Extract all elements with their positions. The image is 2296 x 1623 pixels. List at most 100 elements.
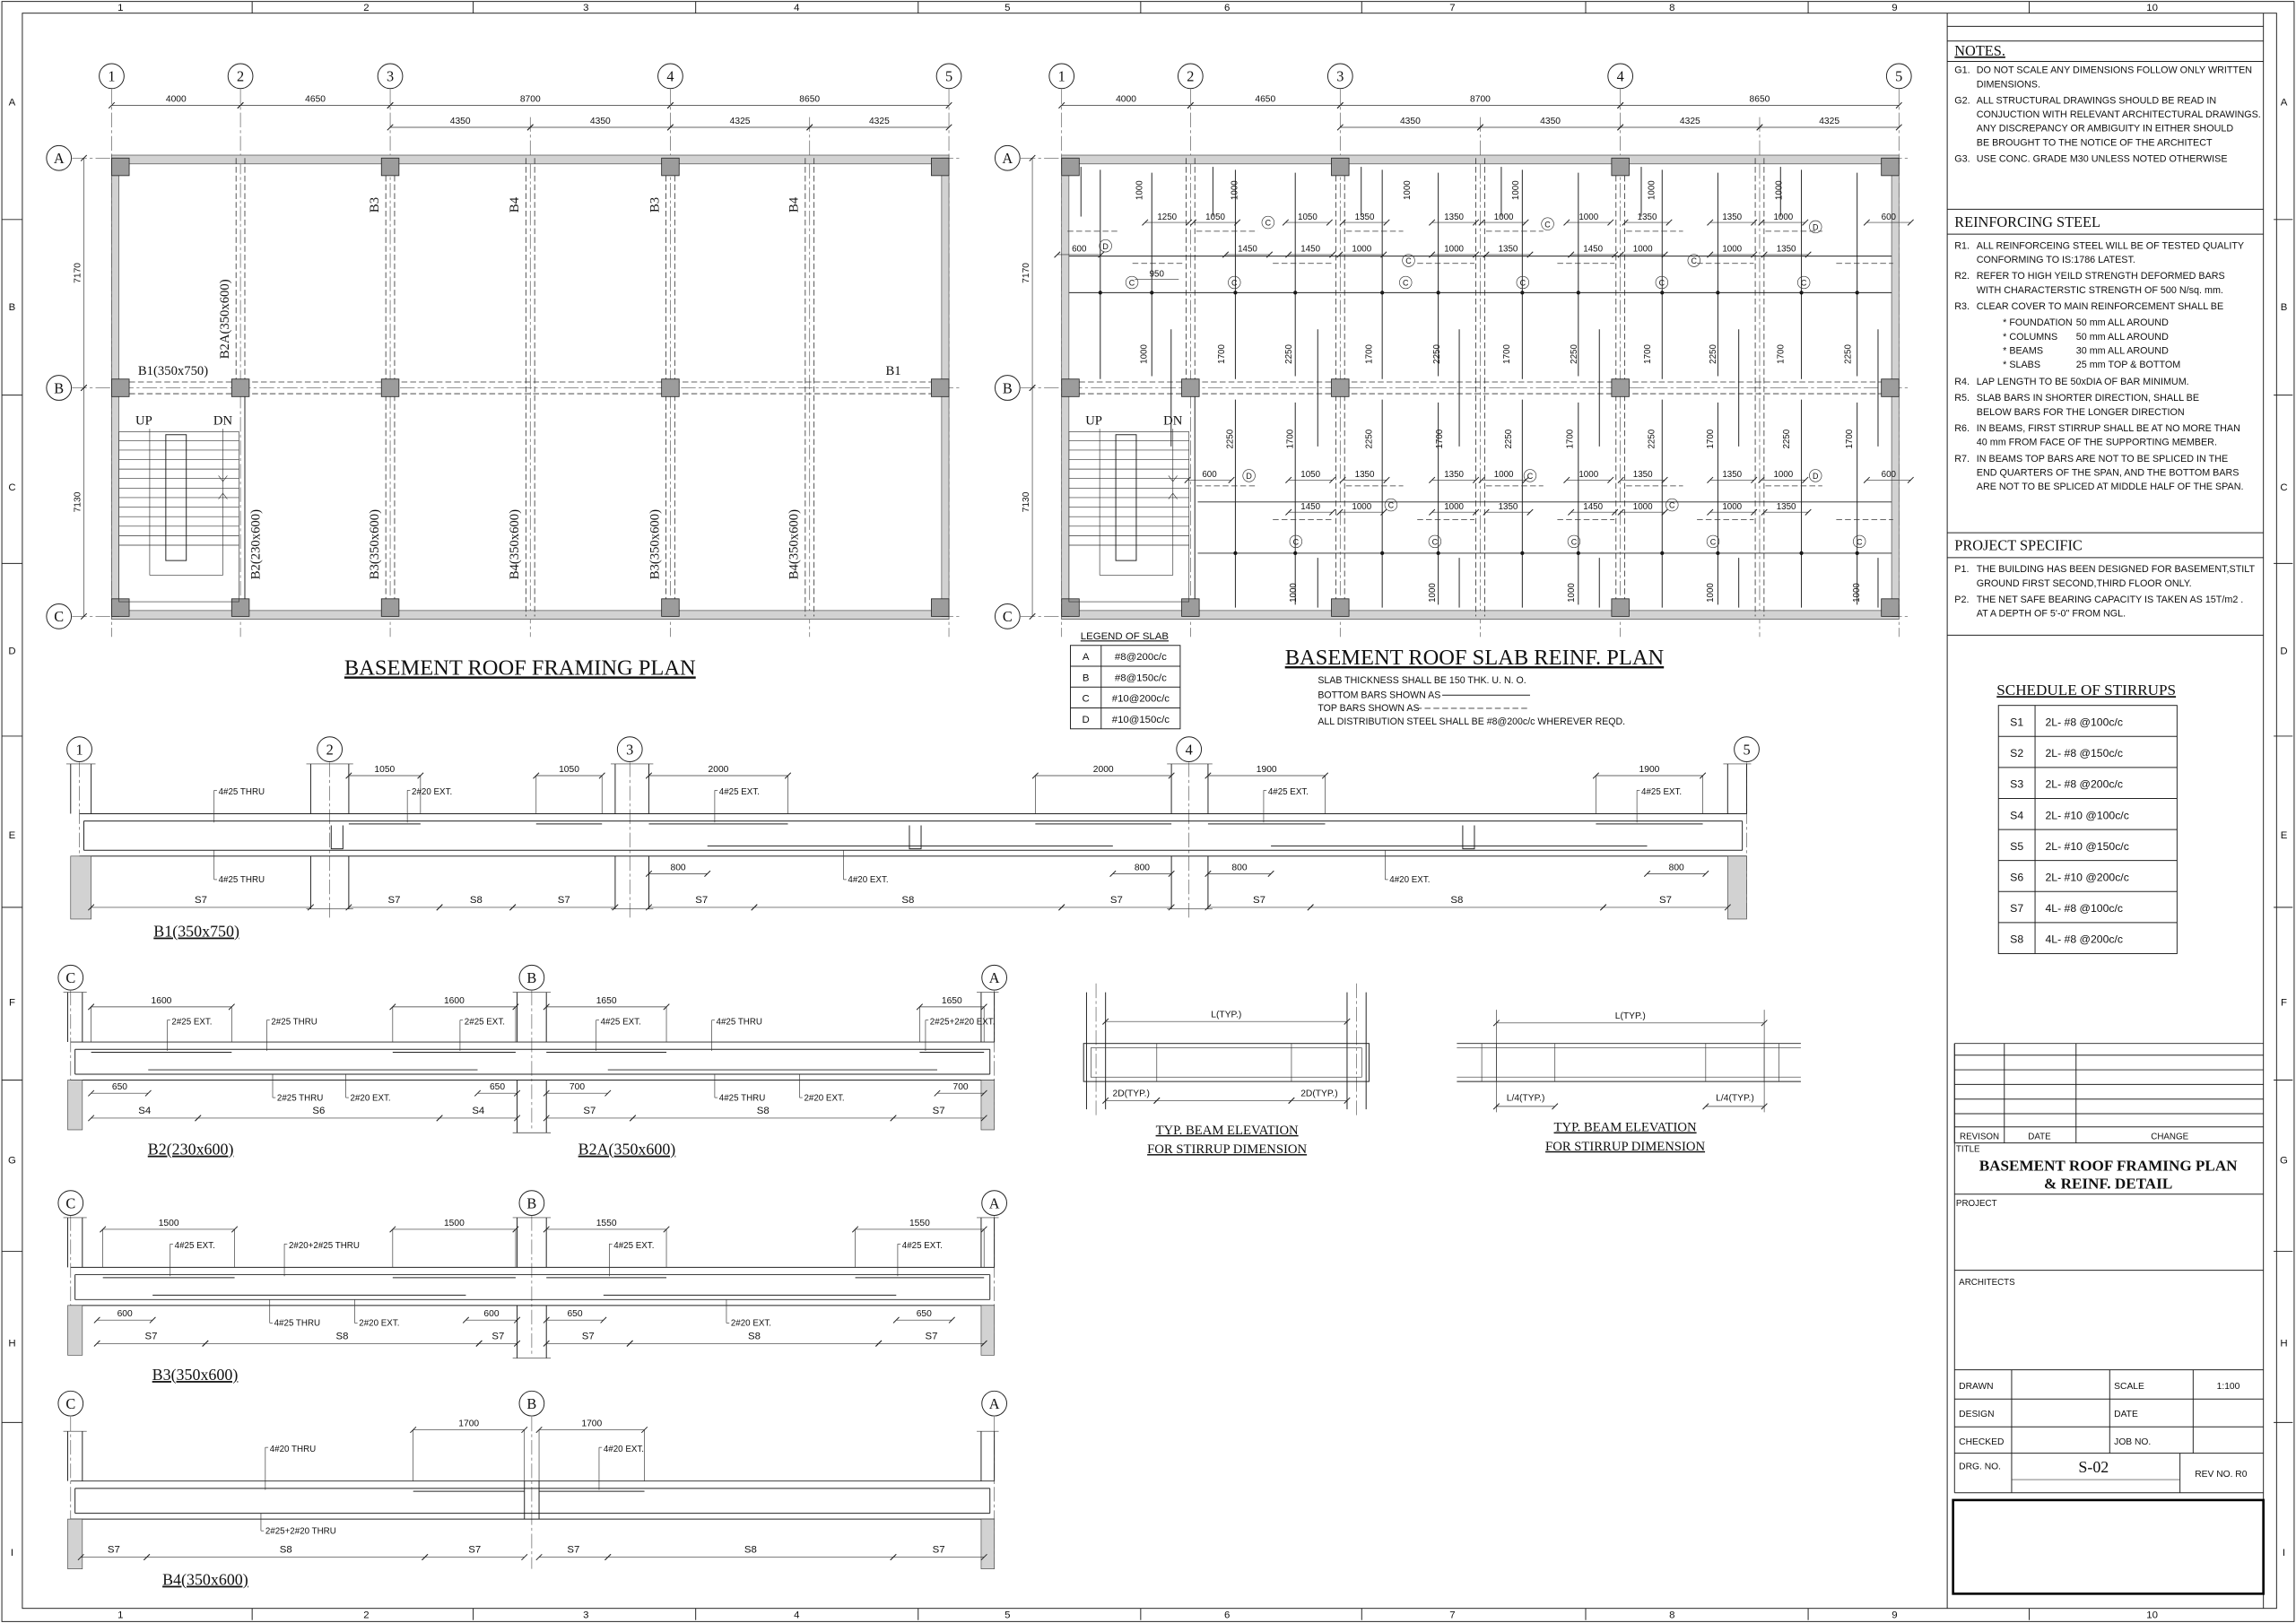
end-wall-support (67, 1518, 83, 1569)
rebar-callout: 2#25 EXT. (465, 1017, 505, 1027)
grid-4-bubble (657, 63, 683, 90)
bar-length-label: 1000 (1139, 344, 1149, 364)
dimension-tick (93, 1340, 100, 1347)
dimension-label: 1600 (444, 996, 465, 1006)
bar-mark-label: C (1659, 279, 1665, 288)
frame-column-ref-top: 7 (1449, 3, 1455, 13)
frame-row-ref-right: I (2283, 1548, 2285, 1558)
rebar-callout: 2#25 EXT. (171, 1017, 212, 1027)
bar-mark-label: C (1692, 256, 1698, 265)
scale-label: SCALE (2114, 1382, 2144, 1392)
dimension-tick (1907, 219, 1914, 226)
bar-mark-label: C (1231, 279, 1238, 288)
beam-label: B3 (648, 197, 662, 213)
bar-length-label: 1000 (1511, 180, 1521, 200)
note-text: CLEAR COVER TO MAIN REINFORCEMENT SHALL … (1977, 301, 2223, 312)
stirrup-zone-label: S7 (695, 895, 708, 906)
rebar-callout: 4#20 EXT. (604, 1445, 644, 1454)
dimension-tick (892, 1316, 900, 1324)
dimension-tick (1761, 508, 1768, 516)
cover-value: 30 mm ALL AROUND (2076, 345, 2169, 356)
end-wall-support (67, 1305, 83, 1356)
rebar-callout: 4#20 THRU (270, 1445, 316, 1454)
dimension-tick (1802, 476, 1809, 483)
grid-A-label: A (54, 150, 65, 167)
frame-row-ref-right: D (2280, 647, 2287, 657)
dimension-tick (1492, 1103, 1500, 1110)
bar-length-label: 1450 (1300, 245, 1320, 255)
dimension-tick (1707, 508, 1714, 516)
grid-C-label: C (54, 608, 64, 625)
dimension-label: 650 (567, 1309, 582, 1319)
stirrup-spec: 4L- #8 @100c/c (2045, 902, 2123, 915)
dimension-tick (806, 124, 813, 131)
bar-mark-tag (1261, 215, 1275, 230)
beam-grid-label: A (989, 969, 1000, 986)
stirrup-zone-label: S7 (1659, 895, 1672, 906)
dimension-tick (1429, 508, 1436, 516)
bar-mark-label: D (1102, 242, 1109, 251)
dimension-tick (543, 1115, 550, 1122)
notes-heading: NOTES. (1954, 42, 2005, 59)
dimension-tick (1612, 251, 1619, 258)
note-number: G2. (1954, 95, 1970, 106)
column (1611, 598, 1630, 617)
frame-column-ref-bottom: 6 (1224, 1610, 1230, 1620)
bar-mark-label: C (1527, 472, 1534, 481)
dimension-label: 8700 (1470, 94, 1491, 104)
bar-length-label: 1700 (1365, 344, 1375, 364)
dimension-tick (1568, 508, 1575, 516)
bar-length-label: 600 (1882, 470, 1897, 480)
rebar-callout: 4#25 EXT. (601, 1017, 641, 1027)
dimension-label: 700 (953, 1082, 969, 1092)
dimension-label: 800 (1135, 863, 1150, 872)
stirrup-zone-label: S8 (280, 1545, 292, 1556)
beam-grid-label: 4 (1186, 741, 1193, 758)
dimension-label: 1500 (159, 1219, 179, 1228)
slab-legend-mark: A (1083, 652, 1090, 663)
rebar-callout: 4#25 EXT. (719, 787, 760, 797)
elevation-title: FOR STIRRUP DIMENSION (1545, 1140, 1705, 1154)
note-text: ANY DISCREPANCY OR AMBIGUITY IN EITHER S… (1977, 124, 2234, 135)
dimension-tick (1478, 219, 1485, 226)
bar-length-label: 2250 (1782, 429, 1792, 448)
dimension-tick (980, 1115, 987, 1122)
dimension-tick (1476, 124, 1484, 131)
dimension-tick (1282, 219, 1290, 226)
rebar-callout: 4#25 THRU (274, 1319, 320, 1329)
frame-row-ref-right: H (2280, 1339, 2287, 1350)
boundary-wall-top (1061, 154, 1900, 165)
stirrup-spec: 2L- #10 @150c/c (2045, 840, 2128, 853)
dimension-tick (751, 904, 758, 911)
beam-grid-bubble (616, 736, 643, 762)
column (230, 378, 250, 397)
beam-label: B3(350x600) (648, 509, 662, 579)
dimension-tick (345, 904, 352, 911)
note-text: THE NET SAFE BEARING CAPACITY IS TAKEN A… (1977, 595, 2244, 605)
dimension-tick (1707, 251, 1714, 258)
dimension-tick (1184, 476, 1191, 483)
dimension-tick (1187, 101, 1194, 109)
dimension-tick (1751, 476, 1758, 483)
note-text: ALL REINFORCEING STEEL WILL BE OF TESTED… (1977, 240, 2244, 251)
elevation-title: TYP. BEAM ELEVATION (1554, 1121, 1697, 1135)
column (111, 157, 130, 177)
rebar-callout: 2#20 EXT. (804, 1093, 844, 1103)
grid-1-bubble (1048, 63, 1075, 90)
bar-mark-label: C (1403, 279, 1409, 288)
rebar-callout: 4#20 EXT. (848, 875, 888, 885)
frame-column-ref-top: 10 (2146, 3, 2158, 13)
dimension-tick (88, 904, 95, 911)
rebar-callout: 2#20+2#25 THRU (289, 1241, 360, 1251)
dimension-tick (1326, 219, 1333, 226)
bar-mark-label: C (1801, 279, 1807, 288)
dimension-tick (1756, 124, 1763, 131)
beam-detail-title: B2A(350x600) (578, 1141, 676, 1159)
dimension-tick (948, 1316, 955, 1324)
frame-row-ref-left: E (9, 830, 16, 841)
dimension-tick (1344, 1097, 1351, 1104)
beam-grid-bubble (518, 1390, 545, 1417)
